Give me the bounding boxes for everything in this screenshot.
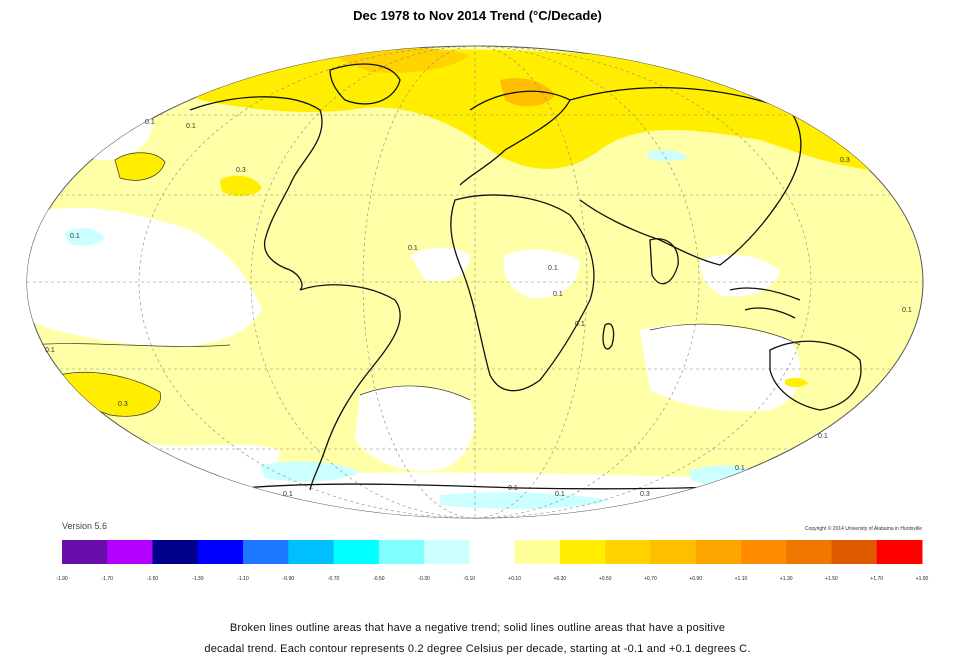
cyan-region-pacific (65, 228, 105, 246)
contour-label: 0.1 (553, 291, 563, 298)
legend-tick-label: +0.70 (644, 576, 657, 582)
contour-label: 0.1 (575, 321, 585, 328)
legend-tick-label: +0.10 (508, 576, 521, 582)
contour-label: 0.1 (735, 465, 745, 472)
yellow-region-north-pacific (115, 152, 165, 181)
yellow-region-north-america (220, 175, 262, 197)
contour-label: 0.1 (408, 245, 418, 252)
legend-swatch (62, 540, 108, 564)
legend-swatch (650, 540, 697, 564)
contour-label: 0.3 (236, 167, 246, 174)
legend-tick-label: +1.50 (825, 576, 838, 582)
yellow-region-south-pacific (60, 372, 161, 417)
legend-tick-label: -0.30 (418, 576, 430, 582)
legend-swatch (152, 540, 199, 564)
legend-tick-label: +1.70 (870, 576, 883, 582)
contour-labels: 0.1 0.1 0.3 0.1 0.3 0.1 0.1 0.1 0.1 0.3 … (45, 119, 912, 498)
legend-tick-label: -1.90 (56, 576, 68, 582)
legend-tick-label: -1.50 (147, 576, 159, 582)
yellow-region-arctic (160, 49, 870, 170)
legend-swatch (831, 540, 878, 564)
legend-tick-label: -0.50 (373, 576, 385, 582)
coast-australia (769, 340, 862, 411)
coast-india (649, 238, 679, 285)
legend-swatch (469, 540, 516, 564)
white-region-central-africa (503, 249, 580, 299)
legend-swatch (605, 540, 651, 564)
legend-tick-label: +0.30 (554, 576, 567, 582)
contour-label: 0.1 (45, 347, 55, 354)
contour-label: 0.3 (840, 157, 850, 164)
legend-swatch (740, 540, 787, 564)
legend-tick-label: -0.10 (464, 576, 476, 582)
legend-swatch (197, 540, 244, 564)
contour-label: 0.3 (118, 401, 128, 408)
coast-europe (459, 90, 571, 186)
legend-swatch (786, 540, 832, 564)
copyright-label: Copyright © 2014 University of Alabama i… (804, 526, 922, 532)
version-label: Version 5.6 (62, 521, 108, 531)
contour-label: 0.1 (145, 119, 155, 126)
white-region-indian-ocean (640, 324, 801, 412)
contour-label: 0.1 (548, 265, 558, 272)
coast-north-america (189, 96, 323, 291)
contour-label: 0.1 (818, 433, 828, 440)
legend-tick-label: +1.90 (916, 576, 929, 582)
yellow-region-australia (785, 377, 808, 387)
legend-swatch (424, 540, 470, 564)
contour-label: 0.3 (640, 491, 650, 498)
legend-swatch (107, 540, 154, 564)
cyan-region-asia (648, 150, 688, 161)
contour-label: 0.1 (186, 123, 196, 130)
cyan-region-antarctic-coast (440, 492, 610, 510)
legend-swatch (559, 540, 606, 564)
legend-tick-label: +1.30 (780, 576, 793, 582)
legend-swatch (876, 540, 923, 564)
legend-swatch (695, 540, 742, 564)
map-title: Dec 1978 to Nov 2014 Trend (°C/Decade) (353, 8, 602, 23)
global-trend-map: 0.1 0.1 0.3 0.1 0.3 0.1 0.1 0.1 0.1 0.3 … (26, 45, 924, 519)
caption-line-1: Broken lines outline areas that have a n… (229, 622, 726, 634)
legend-tick-label: -1.10 (237, 576, 249, 582)
white-region-equatorial-atlantic (410, 247, 470, 282)
legend-tick-label: -0.70 (328, 576, 340, 582)
legend-tick-label: -0.90 (283, 576, 295, 582)
graticule (27, 46, 923, 518)
legend-swatch (378, 540, 425, 564)
contour-label: 0.1 (902, 307, 912, 314)
contour-label: 0.1 (283, 491, 293, 498)
legend-tick-label: -1.30 (192, 576, 204, 582)
legend-swatch (333, 540, 380, 564)
coast-greenland (329, 63, 401, 105)
contour-label: 0.1 (70, 233, 80, 240)
legend-tick-label: +0.90 (689, 576, 702, 582)
orange-region-arctic (330, 47, 470, 73)
coast-asia (569, 87, 802, 266)
legend-swatch (288, 540, 335, 564)
coast-africa (450, 194, 595, 392)
coast-indonesia (729, 287, 801, 319)
contours (29, 152, 801, 417)
contour-label: 0.1 (508, 485, 518, 492)
white-region-south-atlantic (355, 385, 474, 471)
legend-tick-label: -1.70 (102, 576, 114, 582)
coast-south-america (299, 284, 401, 491)
legend-swatch (514, 540, 561, 564)
caption-line-2: decadal trend. Each contour represents 0… (204, 643, 751, 655)
legend-swatch (243, 540, 289, 564)
contour-label: 0.1 (555, 491, 565, 498)
orange-region-scandinavia (500, 78, 555, 107)
legend-tick-label: +1.10 (735, 576, 748, 582)
legend-tick-label: +0.50 (599, 576, 612, 582)
coast-madagascar (602, 323, 615, 350)
